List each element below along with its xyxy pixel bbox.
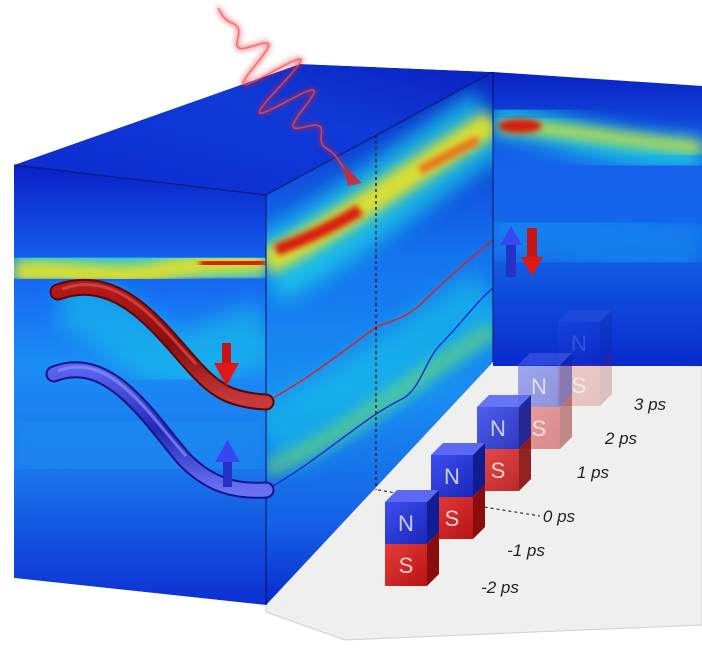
magnet-south-label: S [491,458,506,483]
magnet-south-side [427,532,439,586]
magnet-north-label: N [444,464,460,489]
magnet-north-label: N [398,511,414,536]
magnet-top-face [477,395,531,407]
magnet-south-side [560,395,572,449]
magnet-south-side [600,352,612,406]
magnet-south-face [558,364,600,406]
magnet-north-side [519,395,531,449]
magnet-south-label: S [532,416,547,441]
magnet: NS [385,490,439,586]
magnet-north-label: N [571,331,587,356]
magnet-south-side [473,485,485,539]
magnet-north-side [427,490,439,544]
spin-up-band [45,361,275,499]
magnet-south-side [519,437,531,491]
time-label: 1 ps [577,463,610,482]
magnet-north-label: N [531,374,547,399]
magnet-top-face [385,490,439,502]
laser-pulse-icon [216,7,362,186]
magnet-north-side [473,443,485,497]
magnet-north-label: N [490,416,506,441]
time-label: -2 ps [481,578,519,597]
spin-down-band [49,278,275,411]
time-label: -1 ps [507,541,545,560]
magnet-north-side [560,353,572,407]
time-label: 2 ps [604,429,638,448]
magnet-south-face [385,544,427,586]
magnet-south-label: S [399,553,414,578]
magnet: NS [431,443,485,539]
time-label: 0 ps [543,507,576,526]
top-panel [14,64,493,195]
magnet-south-label: S [445,506,460,531]
spin-down-arrow-back [521,228,543,276]
time-label: 3 ps [634,395,667,414]
magnet-north-face [558,322,600,364]
time-axis: 3 ps 2 ps 1 ps 0 ps -1 ps -2 ps [377,395,667,597]
magnet-top-face [431,443,485,455]
magnet: NS [477,395,531,491]
spin-up-arrow-front [215,440,240,487]
spin-up-arrow-back [500,226,522,277]
magnet-top-face [518,353,572,365]
spin-down-arrow-front [214,343,239,386]
back-panel [493,72,702,366]
magnet-north-face [385,502,427,544]
magnet-top-face [558,310,612,322]
magnet: NS [558,310,612,406]
magnet-north-face [477,407,519,449]
magnet-north-side [600,310,612,364]
magnet-south-label: S [572,373,587,398]
